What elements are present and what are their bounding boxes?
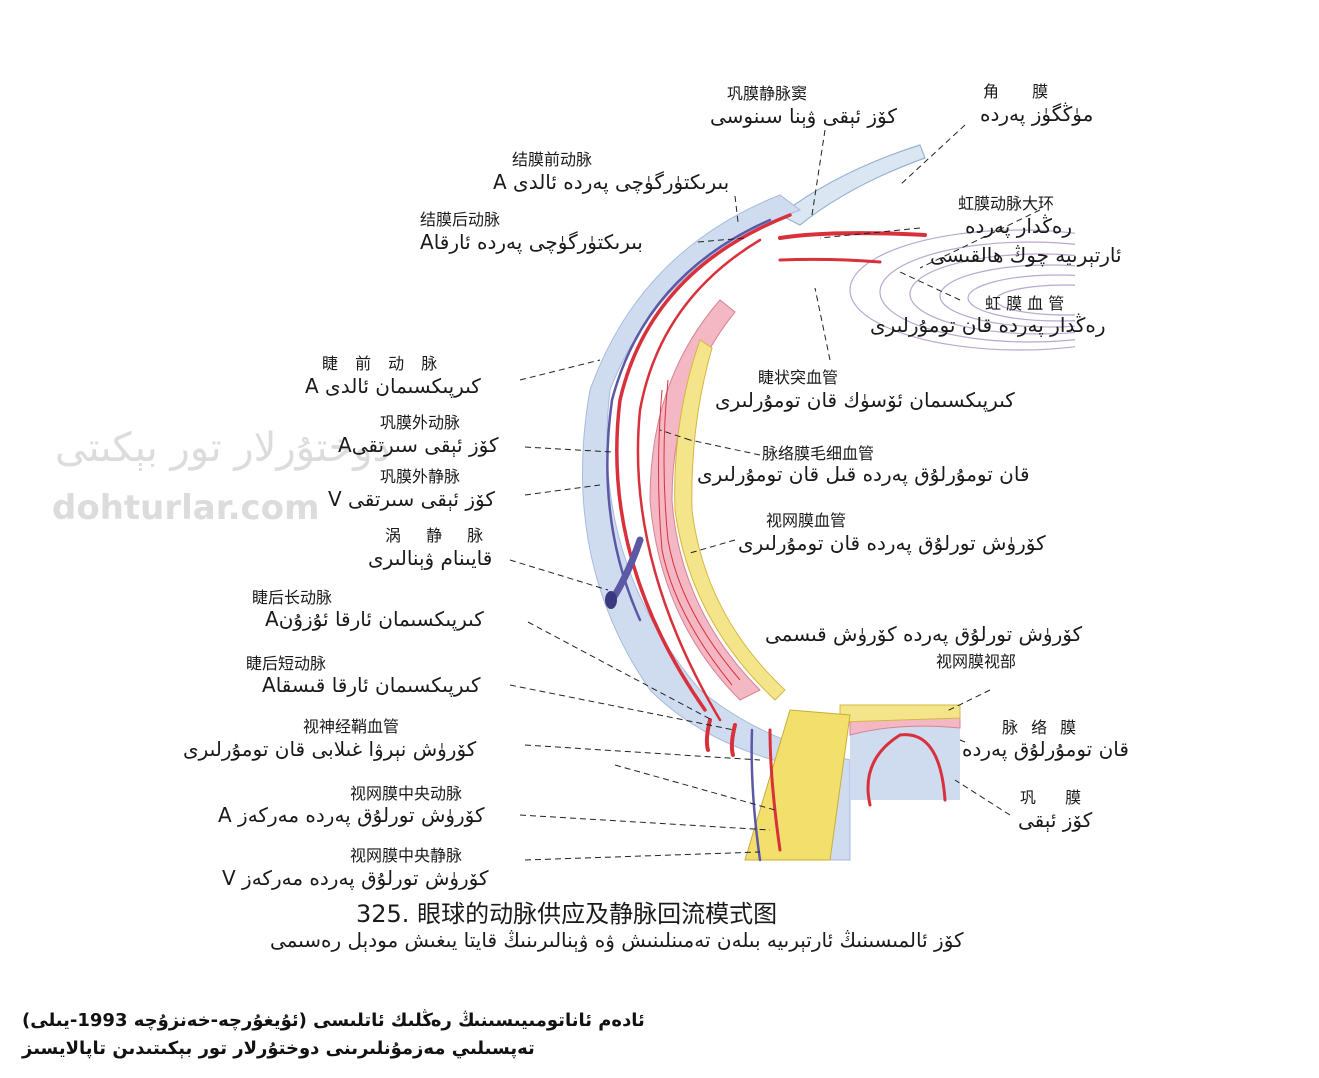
label-long-post-ciliary-ug: كىرپىكسىمان ئارقا ئۇزۇنA [265, 607, 484, 631]
label-short-post-ciliary-zh: 睫后短动脉 [246, 654, 327, 673]
label-iris-major-circle-ug2: ئارتېرىيە چوڭ ھالقىسى [930, 243, 1122, 267]
label-choroid-capillaries-ug: قان تومۇرلۇق پەردە قىل قان تومۇرلىرى [697, 462, 1030, 486]
label-scleral-sinus-ug: كۆز ئېقى ۋېنا سىنوسى [710, 104, 897, 128]
label-post-conj-artery-ug: بىرىكتۈرگۈچى پەردە ئارقاA [420, 230, 643, 254]
leader-lines [509, 124, 1041, 861]
label-scleral-sinus-zh: 巩膜静脉窦 [727, 84, 808, 103]
label-choroid-zh: 脉 络 膜 [1002, 718, 1081, 737]
label-ciliary-process-vessels-ug: كىرپىكسىمان ئۆسۈك قان تومۇرلىرى [715, 388, 1015, 412]
label-retinal-vessels-zh: 视网膜血管 [766, 511, 847, 530]
label-cornea-ug: مۈڭگۈز پەردە [980, 102, 1094, 126]
arteries [615, 213, 947, 852]
label-ant-ciliary-artery-zh: 睫 前 动 脉 [322, 354, 444, 373]
label-vortex-vein-ug: قايىنام ۋېنالىرى [368, 546, 493, 570]
label-iris-major-circle-ug1: رەڭدار پەردە [965, 214, 1073, 238]
label-choroid-capillaries-zh: 脉络膜毛细血管 [762, 444, 875, 463]
label-sclera-ug: كۆز ئېقى [1018, 808, 1093, 832]
label-episcleral-artery-ug: كۆز ئېقى سىرتقىA [338, 433, 499, 457]
source-line-2: تەپسىلىي مەزمۇنلىرىنى دوختۇرلار تور بېكى… [22, 1038, 535, 1059]
label-ciliary-process-vessels-zh: 睫状突血管 [758, 368, 839, 387]
watermark-script: دوختۇرلار تور بېكىتى [55, 425, 391, 471]
retina-shape [674, 339, 786, 701]
vortex-vein-opening [605, 591, 617, 609]
label-central-retinal-artery-zh: 视网膜中央动脉 [350, 784, 463, 803]
label-episcleral-artery-zh: 巩膜外动脉 [380, 413, 461, 432]
label-retina-optic-part-ug: كۆرۈش تورلۇق پەردە كۆرۈش قىسمى [765, 622, 1083, 646]
label-long-post-ciliary-zh: 睫后长动脉 [252, 588, 333, 607]
label-central-retinal-vein-ug: كۆرۈش تورلۇق پەردە مەركەز V [222, 866, 489, 890]
label-central-retinal-vein-zh: 视网膜中央静脉 [350, 846, 463, 865]
label-episcleral-vein-zh: 巩膜外静脉 [380, 467, 461, 486]
figure-title-zh: 325. 眼球的动脉供应及静脉回流模式图 [356, 900, 778, 928]
source-line-1: ئادەم ئاناتومىيىسىنىڭ رەڭلىك ئاتلىسى (ئۇ… [22, 1010, 645, 1031]
label-optic-sheath-vessels-ug: كۆرۈش نېرۋا غىلابى قان تومۇرلىرى [183, 737, 477, 761]
label-ant-ciliary-artery-ug: كىرپىكسىمان ئالدى A [305, 374, 481, 398]
label-post-conj-artery-zh: 结膜后动脉 [420, 210, 501, 229]
cornea-shape [778, 144, 926, 226]
label-cornea-zh: 角 膜 [983, 82, 1063, 101]
capillary-pattern [658, 379, 741, 686]
label-iris-vessels-zh: 虹 膜 血 管 [985, 294, 1065, 313]
watermark-site: dohturlar.com [52, 488, 320, 528]
label-ant-conj-artery-ug: بىرىكتۈرگۈچى پەردە ئالدى A [493, 170, 730, 194]
label-optic-sheath-vessels-zh: 视神经鞘血管 [303, 717, 400, 736]
optic-nerve-shape [744, 709, 851, 861]
label-iris-major-circle-zh: 虹膜动脉大环 [958, 194, 1055, 213]
label-sclera-zh: 巩 膜 [1020, 788, 1094, 807]
label-short-post-ciliary-ug: كىرپىكسىمان ئارقا قىسقاA [262, 673, 481, 697]
label-episcleral-vein-ug: كۆز ئېقى سىرتقى V [328, 487, 495, 511]
label-vortex-vein-zh: 涡 静 脉 [385, 526, 494, 545]
label-retina-optic-part-zh: 视网膜视部 [936, 652, 1017, 671]
figure-title-ug: كۆز ئالمىسىنىڭ ئارتېرىيە بىلەن تەمىنلىنى… [270, 928, 964, 952]
label-choroid-ug: قان تومۇرلۇق پەردە [962, 737, 1129, 761]
label-central-retinal-artery-ug: كۆرۈش تورلۇق پەردە مەركەز A [218, 803, 485, 827]
label-ant-conj-artery-zh: 结膜前动脉 [512, 150, 593, 169]
label-iris-vessels-ug: رەڭدار پەردە قان تومۇرلىرى [870, 313, 1106, 337]
label-retinal-vessels-ug: كۆرۈش تورلۇق پەردە قان تومۇرلىرى [738, 531, 1046, 555]
